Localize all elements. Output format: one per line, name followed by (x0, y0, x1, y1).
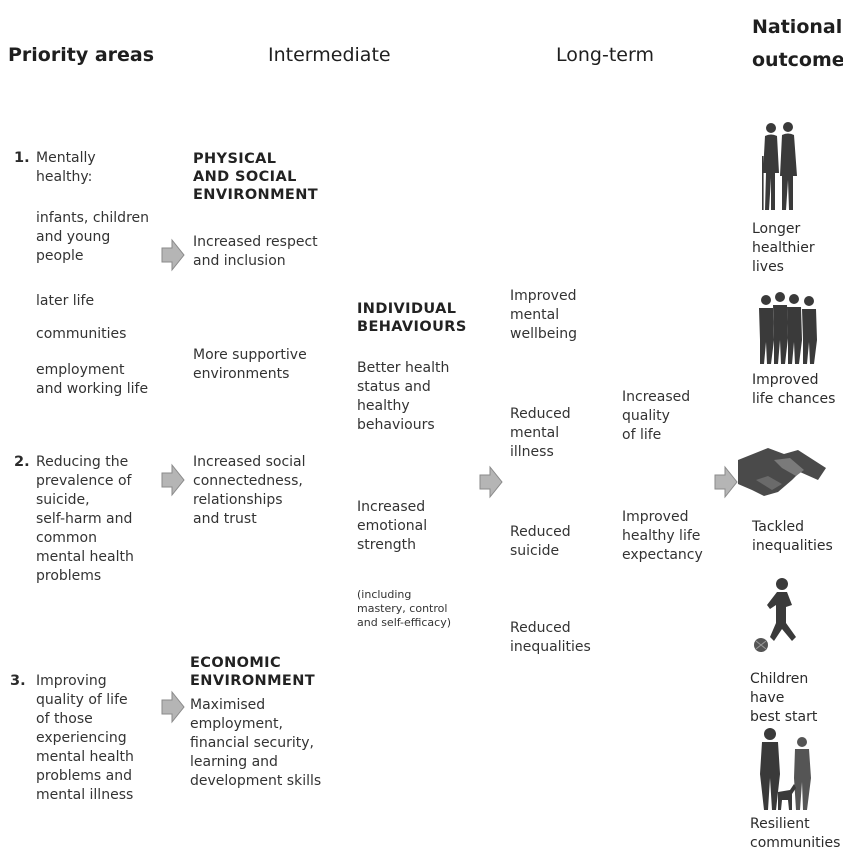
priority-1-title: Mentally healthy: (36, 150, 96, 185)
header-national-outcomes: National outcomes (752, 16, 843, 71)
physical-item-connectedness: Increased social connectedness, relation… (193, 454, 306, 527)
longterm-item-inequalities: Reduced inequalities (510, 620, 591, 655)
longterm-item-wellbeing: Improved mental wellbeing (510, 288, 577, 342)
header-intermediate: Intermediate (268, 44, 391, 66)
right-arrow-icon (714, 465, 738, 499)
priority-1-item-children: infants, children and young people (36, 210, 149, 264)
physical-item-supportive: More supportive environments (193, 347, 307, 382)
priority-1-item-later-life: later life (36, 293, 95, 309)
outcome-tackled-inequalities: Tackled inequalities (752, 519, 833, 554)
child-with-ball-icon (754, 578, 796, 652)
people-group-icon (759, 292, 817, 364)
individual-item-emotional: Increased emotional strength (357, 499, 428, 553)
outcome-resilient-communities: Resilient communities (750, 816, 841, 851)
header-long-term: Long-term (556, 44, 654, 66)
longterm-item-suicide: Reduced suicide (510, 524, 571, 559)
longterm-item-mental-illness: Reduced mental illness (510, 406, 571, 460)
header-priority-areas: Priority areas (8, 44, 155, 66)
economic-environment-title: ECONOMIC ENVIRONMENT (190, 655, 316, 689)
priority-3-number: 3. (10, 673, 26, 689)
right-arrow-icon (479, 465, 503, 499)
physical-social-environment-title: PHYSICAL AND SOCIAL ENVIRONMENT (193, 151, 319, 203)
priority-1-item-communities: communities (36, 326, 127, 342)
priority-2-text: Reducing the prevalence of suicide, self… (36, 454, 134, 584)
individual-item-health: Better health status and healthy behavio… (357, 360, 450, 433)
family-with-dog-icon (760, 728, 811, 810)
elderly-couple-icon (762, 122, 797, 210)
priority-2-number: 2. (14, 454, 30, 470)
quality-item-life: Increased quality of life (622, 389, 691, 443)
handshake-icon (738, 448, 826, 496)
outcome-improved-life-chances: Improved life chances (752, 372, 836, 407)
right-arrow-icon (161, 463, 185, 497)
priority-1-item-employment: employment and working life (36, 362, 149, 397)
priority-1-number: 1. (14, 150, 30, 166)
outcome-children-best-start: Children have best start (750, 671, 818, 725)
economic-item: Maximised employment, financial security… (190, 697, 322, 789)
quality-item-expectancy: Improved healthy life expectancy (622, 509, 703, 563)
priority-3-text: Improving quality of life of those exper… (36, 673, 134, 803)
right-arrow-icon (161, 238, 185, 272)
physical-item-respect: Increased respect and inclusion (193, 234, 318, 269)
individual-item-emotional-note: (including mastery, control and self-eff… (357, 588, 452, 629)
outcome-longer-healthier-lives: Longer healthier lives (752, 221, 815, 275)
individual-behaviours-title: INDIVIDUAL BEHAVIOURS (357, 301, 467, 335)
right-arrow-icon (161, 690, 185, 724)
